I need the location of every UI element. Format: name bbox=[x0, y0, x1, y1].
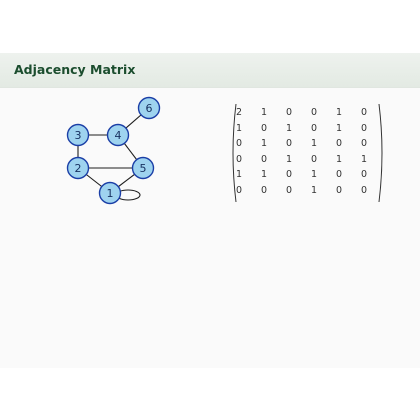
matrix-cell: 1 bbox=[261, 107, 268, 119]
matrix-cell: 1 bbox=[236, 169, 243, 181]
matrix-row: 0 0 0 1 0 0 bbox=[236, 183, 373, 199]
node-circle bbox=[131, 156, 155, 180]
matrix-cell: 0 bbox=[336, 169, 343, 181]
node-circle bbox=[106, 123, 130, 147]
matrix-cell: 1 bbox=[261, 169, 268, 181]
node-circle bbox=[66, 123, 90, 147]
matrix-cell: 0 bbox=[311, 153, 318, 165]
node-4: 4 bbox=[106, 123, 130, 147]
matrix-cell: 0 bbox=[311, 122, 318, 134]
matrix-row: 1 1 0 1 0 0 bbox=[236, 167, 373, 183]
matrix-row: 0 1 0 1 0 0 bbox=[236, 136, 373, 152]
matrix-row: 0 0 1 0 1 1 bbox=[236, 152, 373, 168]
matrix-cell: 0 bbox=[286, 169, 293, 181]
matrix-cell: 0 bbox=[361, 184, 368, 196]
matrix-cell: 0 bbox=[236, 184, 243, 196]
matrix-cell: 1 bbox=[311, 138, 318, 150]
node-circle bbox=[137, 96, 161, 120]
matrix-cell: 1 bbox=[336, 107, 343, 119]
matrix-cell: 0 bbox=[361, 169, 368, 181]
node-2: 2 bbox=[66, 156, 90, 180]
matrix-row: 2 1 0 0 1 0 bbox=[236, 105, 373, 121]
node-label: 6 bbox=[146, 102, 153, 115]
matrix-cell: 0 bbox=[286, 184, 293, 196]
matrix-cell: 1 bbox=[236, 122, 243, 134]
node-3: 3 bbox=[66, 123, 90, 147]
matrix-left-paren bbox=[232, 103, 237, 203]
graph-nodes: 1 2 3 4 5 6 bbox=[66, 96, 161, 205]
node-label: 3 bbox=[75, 129, 82, 142]
matrix-cell: 0 bbox=[361, 138, 368, 150]
matrix-cell: 1 bbox=[336, 122, 343, 134]
matrix-cell: 0 bbox=[286, 107, 293, 119]
matrix-cell: 1 bbox=[311, 169, 318, 181]
node-label: 2 bbox=[75, 162, 82, 175]
node-circle bbox=[66, 156, 90, 180]
node-5: 5 bbox=[131, 156, 155, 180]
graph-diagram: 1 2 3 4 5 6 bbox=[66, 96, 161, 205]
matrix-table: 2 1 0 0 1 0 1 0 1 0 1 0 0 1 0 1 0 0 0 0 1 0 1 1 1 1 0 1 0 0 0 0 0 1 0 0 bbox=[236, 105, 373, 198]
slide-title: Adjacency Matrix bbox=[14, 62, 136, 77]
matrix-cell: 1 bbox=[361, 153, 368, 165]
adjacency-matrix: 2 1 0 0 1 0 1 0 1 0 1 0 0 1 0 1 0 0 0 0 1 0 1 1 1 1 0 1 0 0 0 0 0 1 0 0 bbox=[236, 105, 373, 198]
matrix-cell: 0 bbox=[336, 184, 343, 196]
matrix-cell: 0 bbox=[361, 122, 368, 134]
node-6: 6 bbox=[137, 96, 161, 120]
node-label: 4 bbox=[115, 129, 122, 142]
matrix-cell: 2 bbox=[236, 107, 243, 119]
matrix-cell: 1 bbox=[311, 184, 318, 196]
matrix-cell: 0 bbox=[261, 153, 268, 165]
matrix-cell: 0 bbox=[286, 138, 293, 150]
title-bar: Adjacency Matrix bbox=[0, 53, 420, 88]
matrix-cell: 1 bbox=[286, 153, 293, 165]
matrix-cell: 0 bbox=[236, 138, 243, 150]
matrix-row: 1 0 1 0 1 0 bbox=[236, 121, 373, 137]
matrix-cell: 1 bbox=[261, 138, 268, 150]
node-1: 1 bbox=[98, 181, 122, 205]
matrix-cell: 0 bbox=[336, 138, 343, 150]
matrix-cell: 0 bbox=[236, 153, 243, 165]
node-label: 5 bbox=[140, 162, 147, 175]
matrix-cell: 0 bbox=[261, 184, 268, 196]
node-label: 1 bbox=[107, 187, 114, 200]
matrix-cell: 0 bbox=[361, 107, 368, 119]
matrix-cell: 1 bbox=[336, 153, 343, 165]
matrix-cell: 1 bbox=[286, 122, 293, 134]
matrix-cell: 0 bbox=[261, 122, 268, 134]
matrix-right-paren bbox=[378, 103, 383, 203]
matrix-cell: 0 bbox=[311, 107, 318, 119]
node-circle bbox=[98, 181, 122, 205]
